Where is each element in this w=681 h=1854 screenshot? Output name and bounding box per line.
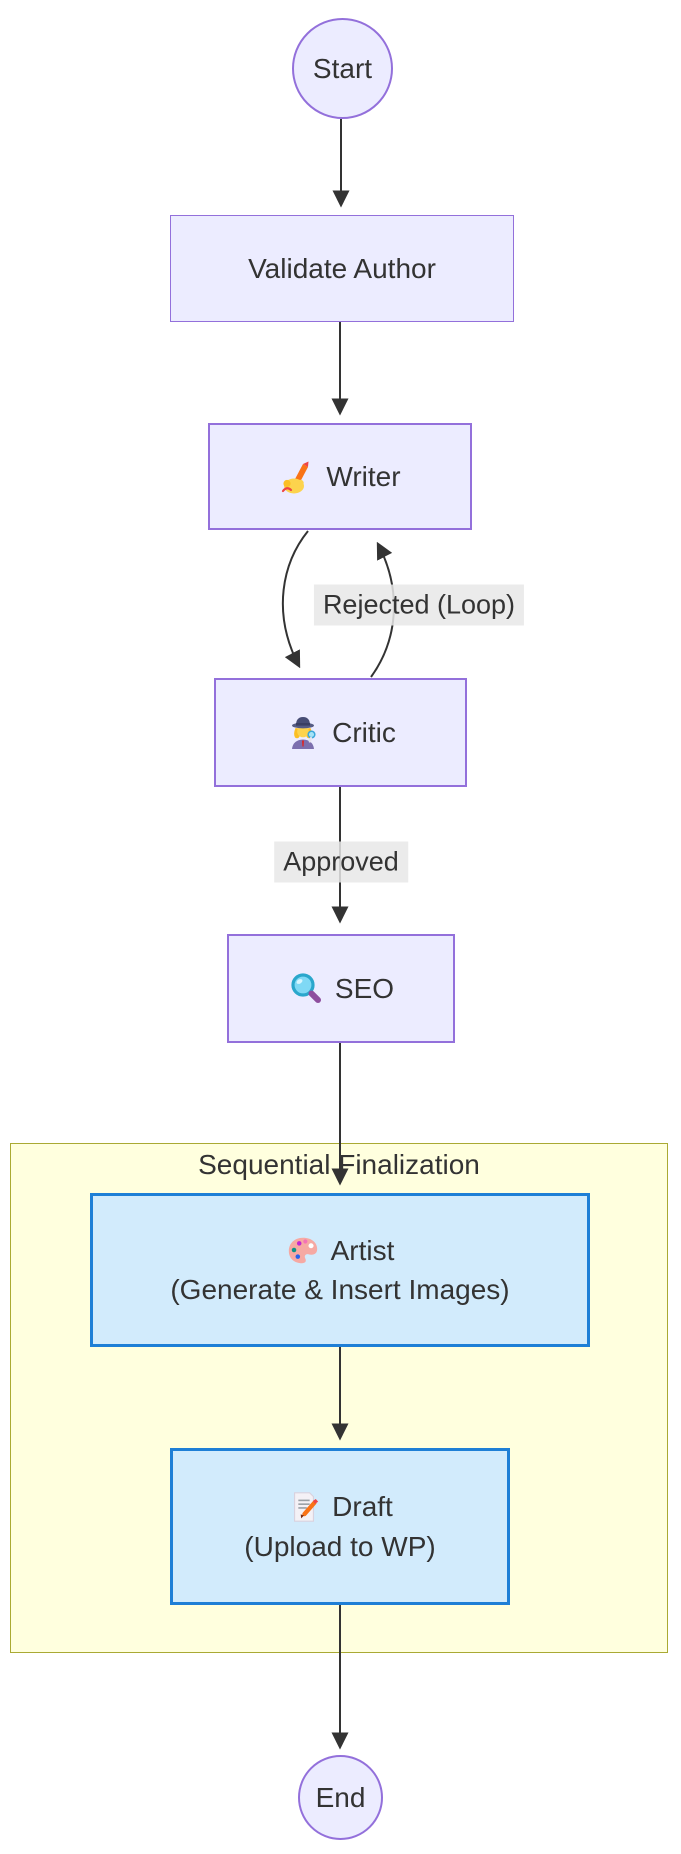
- woman-detective-icon: [285, 715, 321, 751]
- memo-icon: [287, 1490, 321, 1524]
- node-seo-label: SEO: [334, 972, 395, 1004]
- node-start-label: Start: [312, 52, 373, 84]
- edge-writer-critic: [281, 530, 309, 669]
- node-critic-label: Critic: [332, 716, 396, 748]
- node-draft: Draft (Upload to WP): [170, 1448, 510, 1605]
- node-writer: Writer: [208, 423, 472, 530]
- node-draft-label: Draft: [332, 1491, 393, 1523]
- subgraph-title: Sequential Finalization: [198, 1149, 480, 1180]
- node-end-label: End: [315, 1781, 366, 1813]
- node-writer-label: Writer: [326, 460, 401, 492]
- writing-hand-icon: [279, 459, 315, 495]
- node-artist-label: Artist: [330, 1234, 395, 1266]
- edge-label-rejected-loop: Rejected (Loop): [313, 584, 525, 626]
- edge-label-approved: Approved: [274, 841, 408, 883]
- node-seo: SEO: [227, 934, 455, 1043]
- node-artist: Artist (Generate & Insert Images): [90, 1193, 590, 1347]
- node-validate-author-label: Validate Author: [248, 252, 436, 284]
- node-start: Start: [292, 18, 393, 119]
- artist-palette-icon: [286, 1233, 320, 1267]
- node-critic: Critic: [214, 678, 467, 787]
- node-artist-sublabel: (Generate & Insert Images): [170, 1274, 510, 1305]
- node-validate-author: Validate Author: [170, 215, 514, 322]
- node-end: End: [298, 1755, 383, 1840]
- magnifying-glass-icon: [288, 971, 324, 1007]
- node-draft-sublabel: (Upload to WP): [244, 1530, 436, 1562]
